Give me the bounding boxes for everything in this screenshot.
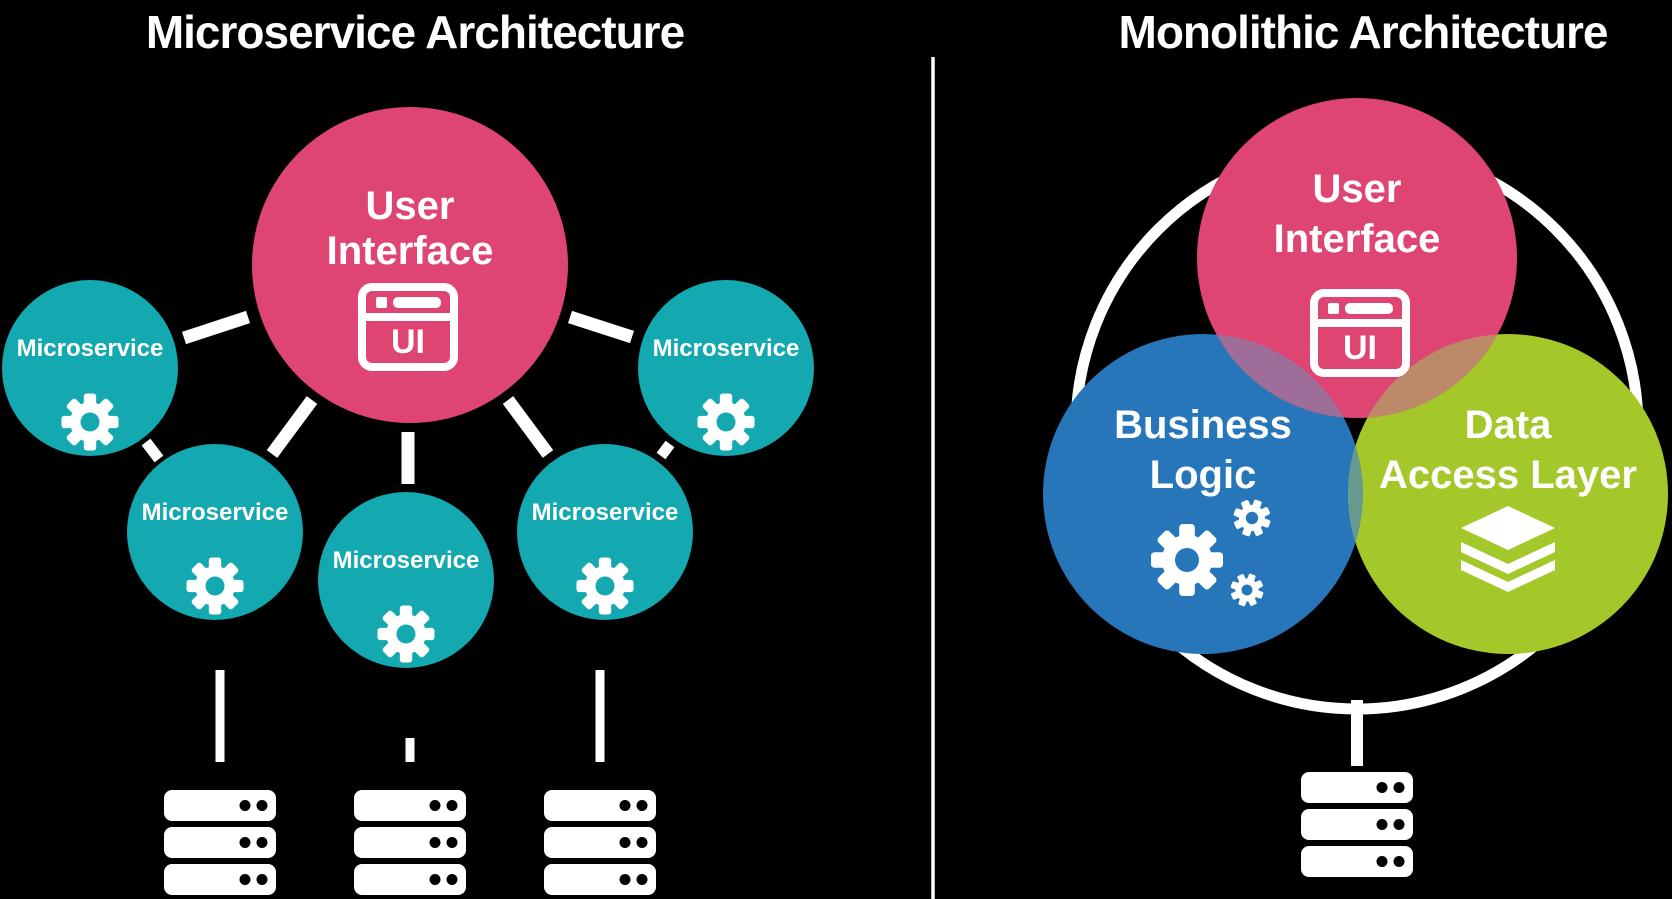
hub-circle-shape [252,107,568,423]
satellite-circle-shape [127,444,303,620]
satellite-circle-shape [2,280,178,456]
monolith-ui-content: User Interface UI [1274,167,1441,377]
monolithic-panel-title: Monolithic Architecture [1119,6,1608,58]
dash-connector [656,440,675,460]
dash-connector [181,310,251,345]
microservice-circle: Microservice [318,492,494,668]
data-label-line1: Data [1465,403,1552,447]
gear-icon [186,557,244,615]
business-label-line2: Logic [1150,453,1257,497]
ui-icon-text: UI [391,323,425,361]
layers-icon [1461,506,1555,592]
satellite-circle-shape [517,444,693,620]
business-logic-circle [1043,334,1363,654]
dash-connector [266,396,318,458]
satellite-label: Microservice [653,335,800,362]
hub-satellite-links [181,310,634,484]
satellite-label: Microservice [17,335,164,362]
microservice-panel: Microservice Architecture User Interf [2,6,814,895]
satellite-label: Microservice [142,499,289,526]
browser-ui-icon: UI [1310,289,1410,377]
ui-icon-text: UI [1343,329,1377,367]
server-icon [544,790,656,895]
gear-icon [61,393,119,451]
server-icon [164,790,276,895]
hub-label-line2: Interface [327,229,494,273]
dash-connector [568,310,634,344]
microservice-circle: Microservice [517,444,693,620]
monolithic-panel: Monolithic Architecture User Interface [1043,6,1668,877]
gear-icon [377,605,435,663]
hub-label-line1: User [366,184,455,228]
satellite-circle-shape [318,492,494,668]
microservice-circle: Microservice [2,280,178,456]
gear-icon [576,557,634,615]
data-access-content: Data Access Layer [1379,403,1637,592]
gear-icon [697,393,755,451]
satellite-label: Microservice [333,547,480,574]
microservice-circle: Microservice [127,444,303,620]
ui-label-line1: User [1313,167,1402,211]
microservice-panel-title: Microservice Architecture [146,6,685,58]
user-interface-circle: User Interface UI [252,107,568,423]
business-logic-content: Business Logic [1114,403,1292,612]
browser-ui-icon: UI [358,283,458,371]
dash-connector [502,396,554,458]
business-label-line1: Business [1114,403,1292,447]
ui-label-line2: Interface [1274,217,1441,261]
data-label-line2: Access Layer [1379,453,1637,497]
server-links [215,670,605,762]
satellite-circle-shape [638,280,814,456]
server-icon [354,790,466,895]
satellite-label: Microservice [532,499,679,526]
satellite-satellite-links [141,438,675,463]
data-access-circle [1348,334,1668,654]
server-icon [1301,772,1413,877]
dash-connector [141,438,164,463]
monolith-ui-circle [1197,98,1517,418]
microservice-circle: Microservice [638,280,814,456]
